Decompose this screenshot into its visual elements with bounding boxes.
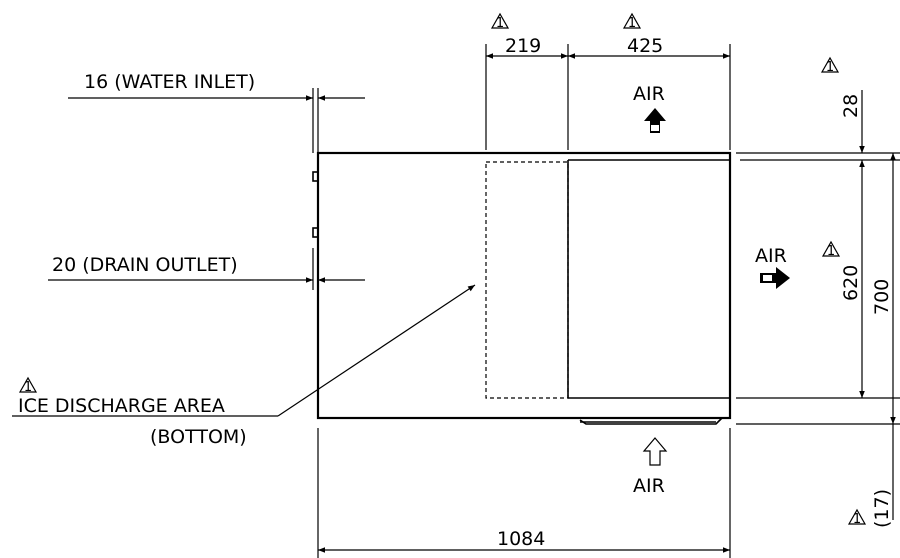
drain-outlet-label: 20 (DRAIN OUTLET) xyxy=(52,254,238,276)
dim-17: (17) xyxy=(871,489,893,528)
svg-text:1: 1 xyxy=(496,16,504,31)
svg-text:1: 1 xyxy=(827,244,835,259)
drain-outlet-dimension xyxy=(48,248,365,290)
water-inlet-dimension xyxy=(68,88,365,153)
ice-discharge-sublabel: (BOTTOM) xyxy=(150,426,247,448)
revision-triangle-17: 1 xyxy=(847,508,867,527)
ice-discharge-leader: 1 xyxy=(12,284,476,417)
svg-text:1: 1 xyxy=(24,380,32,395)
air-bottom-arrow-icon xyxy=(642,437,668,466)
air-top-arrow-icon xyxy=(644,108,666,133)
dim-219: 219 xyxy=(505,35,541,57)
dim-28: 28 xyxy=(840,94,862,118)
svg-text:1: 1 xyxy=(853,512,861,527)
svg-text:1: 1 xyxy=(628,16,636,31)
dim-620: 620 xyxy=(840,265,862,301)
ice-discharge-label: ICE DISCHARGE AREA xyxy=(18,395,225,417)
ice-discharge-area xyxy=(485,161,569,399)
revision-triangle-620: 1 xyxy=(821,240,841,259)
air-right-label: AIR xyxy=(755,245,787,267)
revision-triangle-425: 1 xyxy=(622,12,642,31)
top-dimensions xyxy=(485,44,731,150)
water-inlet-label: 16 (WATER INLET) xyxy=(84,71,255,93)
air-top-label: AIR xyxy=(633,83,665,105)
revision-triangle-28: 1 xyxy=(820,56,840,75)
dim-1084: 1084 xyxy=(497,528,545,550)
svg-text:1: 1 xyxy=(826,60,834,75)
unit-outline xyxy=(312,151,732,425)
right-dimensions xyxy=(736,90,900,520)
dim-700: 700 xyxy=(871,279,893,315)
air-bottom-label: AIR xyxy=(633,475,665,497)
dim-425: 425 xyxy=(627,35,663,57)
revision-triangle-219: 1 xyxy=(490,12,510,31)
air-right-arrow-icon xyxy=(760,267,790,289)
bottom-dimension xyxy=(317,428,731,558)
